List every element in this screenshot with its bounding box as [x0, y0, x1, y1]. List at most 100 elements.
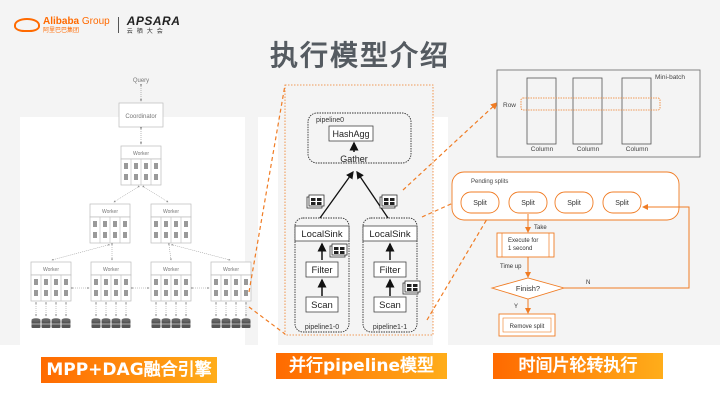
logo-group: Alibaba Group 阿里巴巴集团 APSARA 云栖大会: [14, 14, 180, 36]
badge-mpp-dag: MPP+DAG融合引擎: [41, 357, 217, 383]
coordinator-label: Coordinator: [125, 114, 156, 120]
task-slot: [94, 290, 98, 296]
worker-node: Worker: [89, 203, 131, 244]
task-slot: [154, 290, 158, 296]
row-highlight: [520, 97, 661, 111]
scan-op: [305, 296, 339, 313]
task-slot: [64, 279, 68, 285]
task-slot: [174, 290, 178, 296]
pipeline1-0-to-gather-arrow: [319, 170, 354, 219]
task-slot: [93, 232, 97, 238]
disk-icon: [151, 318, 161, 328]
disk-icon: [61, 318, 71, 328]
task-slot: [154, 232, 158, 238]
exchange-link: [142, 185, 169, 203]
task-slot: [154, 221, 158, 227]
data-chunk-icon: [379, 194, 398, 209]
task-slot: [184, 221, 188, 227]
worker-label: Worker: [103, 267, 119, 273]
worker-node: Worker: [150, 203, 192, 244]
task-slot: [123, 232, 127, 238]
execute-label-line2: 1 second: [508, 246, 532, 252]
split-item: Split: [460, 191, 500, 214]
task-slot: [174, 221, 178, 227]
task-slot: [154, 279, 158, 285]
task-slot: [184, 232, 188, 238]
localsink-op-label: LocalSink: [301, 229, 342, 240]
split-item: Split: [508, 191, 548, 214]
localsink-op: [362, 225, 418, 242]
task-slot: [64, 290, 68, 296]
task-slot: [214, 290, 218, 296]
task-slot: [104, 279, 108, 285]
task-slot: [134, 174, 138, 180]
column-label: Column: [626, 146, 649, 153]
disk-icon: [171, 318, 181, 328]
task-slot: [44, 279, 48, 285]
remove-split-inner-box: [502, 317, 552, 333]
disk-icon: [121, 318, 131, 328]
timeup-label: Time up: [500, 264, 522, 270]
task-slot: [34, 290, 38, 296]
pipeline-diagram: pipeline0 HashAgg Gather LocalSinkFilter…: [284, 84, 434, 336]
split-label: Split: [473, 200, 487, 207]
scan-op: [373, 296, 407, 313]
task-slot: [34, 279, 38, 285]
chunk-to-minibatch-connector: [402, 102, 498, 191]
worker-label: Worker: [133, 151, 149, 157]
finish-label: Finish?: [516, 284, 540, 293]
task-slot: [224, 279, 228, 285]
pipeline1-1-to-gather-arrow: [356, 170, 389, 219]
task-slot: [123, 221, 127, 227]
filter-op: [305, 261, 339, 278]
disk-icon: [101, 318, 111, 328]
pipeline-panel-right-strip: [433, 117, 448, 345]
task-slot: [113, 232, 117, 238]
task-slot: [93, 221, 97, 227]
disk-icon: [51, 318, 61, 328]
worker-node: Worker: [120, 145, 162, 186]
split-item: Split: [554, 191, 594, 214]
pipeline0-box: [307, 112, 412, 164]
worker-node: Worker: [150, 261, 192, 328]
split-label: Split: [567, 200, 581, 207]
exchange-link: [167, 243, 172, 261]
disk-icon: [181, 318, 191, 328]
task-slot: [54, 290, 58, 296]
disk-icon: [91, 318, 101, 328]
apsara-chinese-name: 云栖大会: [126, 29, 167, 35]
split-item: Split: [602, 191, 642, 214]
split-label: Split: [615, 200, 629, 207]
badge-time-slice: 时间片轮转执行: [493, 353, 663, 379]
zoom-connector-bottom: [248, 306, 286, 335]
pending-splits-label: Pending splits: [471, 179, 508, 185]
task-slot: [224, 290, 228, 296]
worker-label: Worker: [163, 209, 179, 215]
localsink-op: [294, 225, 350, 242]
worker-label: Worker: [163, 267, 179, 273]
disk-icon: [111, 318, 121, 328]
task-slot: [164, 232, 168, 238]
localsink-op-label: LocalSink: [369, 229, 410, 240]
column-block: Column: [572, 77, 603, 153]
disk-icon: [31, 318, 41, 328]
page-title: 执行模型介绍: [269, 39, 450, 72]
exchange-link: [113, 185, 140, 203]
execute-box: [496, 232, 555, 258]
pipeline0-label: pipeline0: [316, 117, 344, 124]
pipeline-label: pipeline1-0: [305, 324, 339, 331]
exchange-link: [51, 243, 110, 261]
task-slot: [94, 279, 98, 285]
task-slot: [44, 290, 48, 296]
worker-label: Worker: [102, 209, 118, 215]
task-slot: [144, 174, 148, 180]
task-slot: [234, 290, 238, 296]
disk-icon: [161, 318, 171, 328]
pipeline-label: pipeline1-1: [373, 324, 407, 331]
disk-icon: [41, 318, 51, 328]
query-label: Query: [133, 78, 149, 84]
task-slot: [103, 232, 107, 238]
